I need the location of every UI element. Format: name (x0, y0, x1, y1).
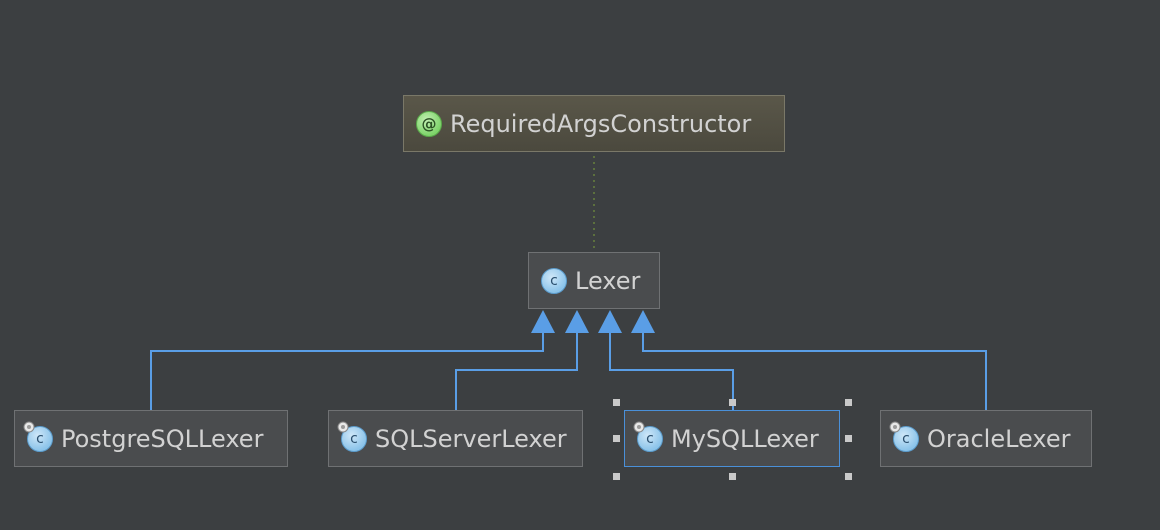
class-icon: c (541, 267, 567, 294)
edge-oracle-to-lexer (642, 332, 987, 411)
pin-icon (337, 421, 349, 432)
node-label: OracleLexer (927, 424, 1071, 453)
edge-sqlserver-to-lexer (455, 332, 578, 411)
annotation-icon: @ (416, 110, 442, 137)
node-sqlserverlexer[interactable]: c SQLServerLexer (328, 410, 583, 467)
pin-icon (889, 421, 901, 432)
edge-postgresql-to-lexer (150, 332, 544, 411)
icon-glyph: c (36, 430, 44, 447)
node-label: SQLServerLexer (375, 424, 567, 453)
class-icon: c (633, 421, 663, 452)
resize-handle-top-left[interactable] (613, 399, 620, 406)
resize-handle-middle-left[interactable] (613, 435, 620, 442)
node-label: RequiredArgsConstructor (450, 109, 752, 138)
node-label: PostgreSQLLexer (61, 424, 264, 453)
resize-handle-middle-right[interactable] (845, 435, 852, 442)
resize-handle-top-right[interactable] (845, 399, 852, 406)
class-icon: c (23, 421, 53, 452)
icon-glyph: c (646, 430, 654, 447)
class-icon: c (889, 421, 919, 452)
pin-icon (633, 421, 645, 432)
resize-handle-bottom-left[interactable] (613, 473, 620, 480)
icon-glyph: c (350, 430, 358, 447)
arrowhead-mysql (598, 310, 622, 333)
arrowhead-sqlserver (565, 310, 589, 333)
node-mysqllexer[interactable]: c MySQLLexer (624, 410, 840, 467)
arrowhead-oracle (631, 310, 655, 333)
resize-handle-bottom-center[interactable] (729, 473, 736, 480)
node-requiredargsconstructor[interactable]: @ RequiredArgsConstructor (403, 95, 785, 152)
resize-handle-bottom-right[interactable] (845, 473, 852, 480)
arrowhead-postgresql (531, 310, 555, 333)
pin-icon (23, 421, 35, 432)
icon-glyph: c (902, 430, 910, 447)
resize-handle-top-center[interactable] (729, 399, 736, 406)
node-oraclelexer[interactable]: c OracleLexer (880, 410, 1092, 467)
node-label: MySQLLexer (671, 424, 819, 453)
edge-mysql-to-lexer (609, 332, 734, 411)
node-lexer[interactable]: c Lexer (528, 252, 660, 309)
class-icon: c (337, 421, 367, 452)
node-label: Lexer (575, 266, 641, 295)
node-postgresqllexer[interactable]: c PostgreSQLLexer (14, 410, 288, 467)
